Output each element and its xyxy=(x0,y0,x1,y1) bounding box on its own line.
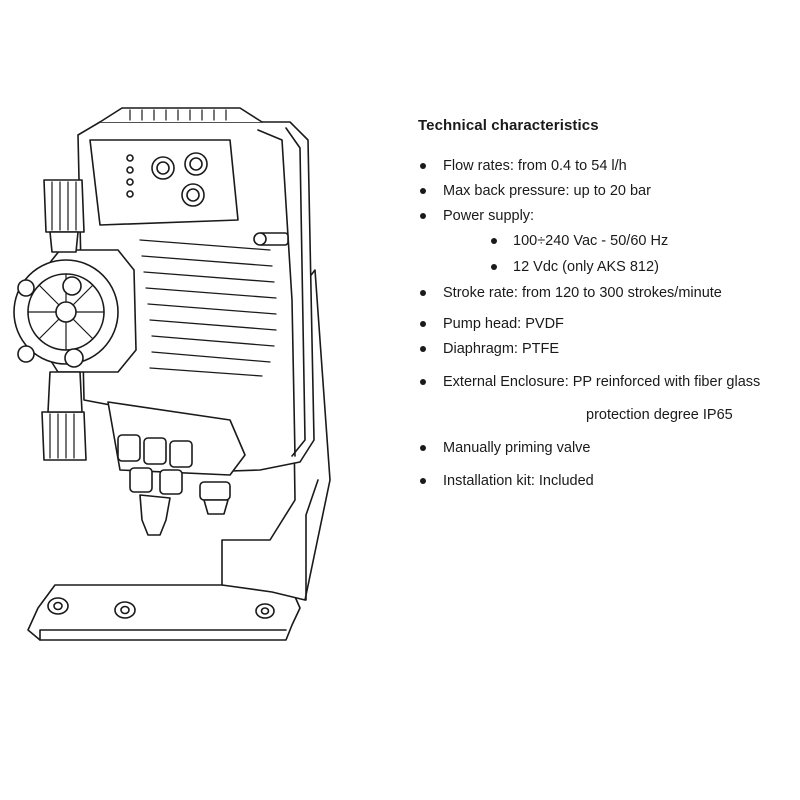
list-subitem-vdc: 12 Vdc (only AKS 812) xyxy=(418,257,793,277)
led-indicator xyxy=(126,178,134,186)
suction-valve-top xyxy=(43,179,85,233)
technical-characteristics-section: Technical characteristics Flow rates: fr… xyxy=(418,117,793,491)
led-indicator xyxy=(126,166,134,174)
list-item-continuation-row: protection degree IP65 xyxy=(418,405,793,425)
connector xyxy=(199,481,231,501)
enclosure-text: External Enclosure: PP reinforced with f… xyxy=(443,374,761,390)
led-indicator xyxy=(126,154,134,162)
list-item-stroke-rate: Stroke rate: from 120 to 300 strokes/min… xyxy=(418,283,793,303)
list-item-flow-rates: Flow rates: from 0.4 to 54 l/h xyxy=(418,156,793,176)
list-item-power-supply: Power supply: xyxy=(418,206,793,226)
led-indicator xyxy=(126,190,134,198)
head-bolt xyxy=(64,348,84,368)
list-item-pump-head: Pump head: PVDF xyxy=(418,314,793,334)
mounting-base-plate xyxy=(27,584,301,641)
list-item-diaphragm: Diaphragm: PTFE xyxy=(418,339,793,359)
cable-gland xyxy=(117,434,193,495)
section-title: Technical characteristics xyxy=(418,117,599,134)
list-subitem-vac: 100÷240 Vac - 50/60 Hz xyxy=(418,231,793,251)
discharge-valve-bottom xyxy=(41,411,87,461)
dosing-pump-illustration xyxy=(13,107,331,641)
head-bolt xyxy=(62,276,82,296)
head-bolt xyxy=(17,279,35,297)
characteristics-list: Flow rates: from 0.4 to 54 l/h Max back … xyxy=(418,156,793,491)
list-item-installation-kit: Installation kit: Included xyxy=(418,471,793,491)
injection-nozzle xyxy=(139,494,171,536)
enclosure-continuation: protection degree IP65 xyxy=(586,407,733,423)
control-panel xyxy=(89,139,239,226)
list-item-max-back-pressure: Max back pressure: up to 20 bar xyxy=(418,181,793,201)
list-item-priming-valve: Manually priming valve xyxy=(418,438,793,458)
head-bolt xyxy=(17,345,35,363)
list-item-external-enclosure: External Enclosure: PP reinforced with f… xyxy=(418,372,793,392)
